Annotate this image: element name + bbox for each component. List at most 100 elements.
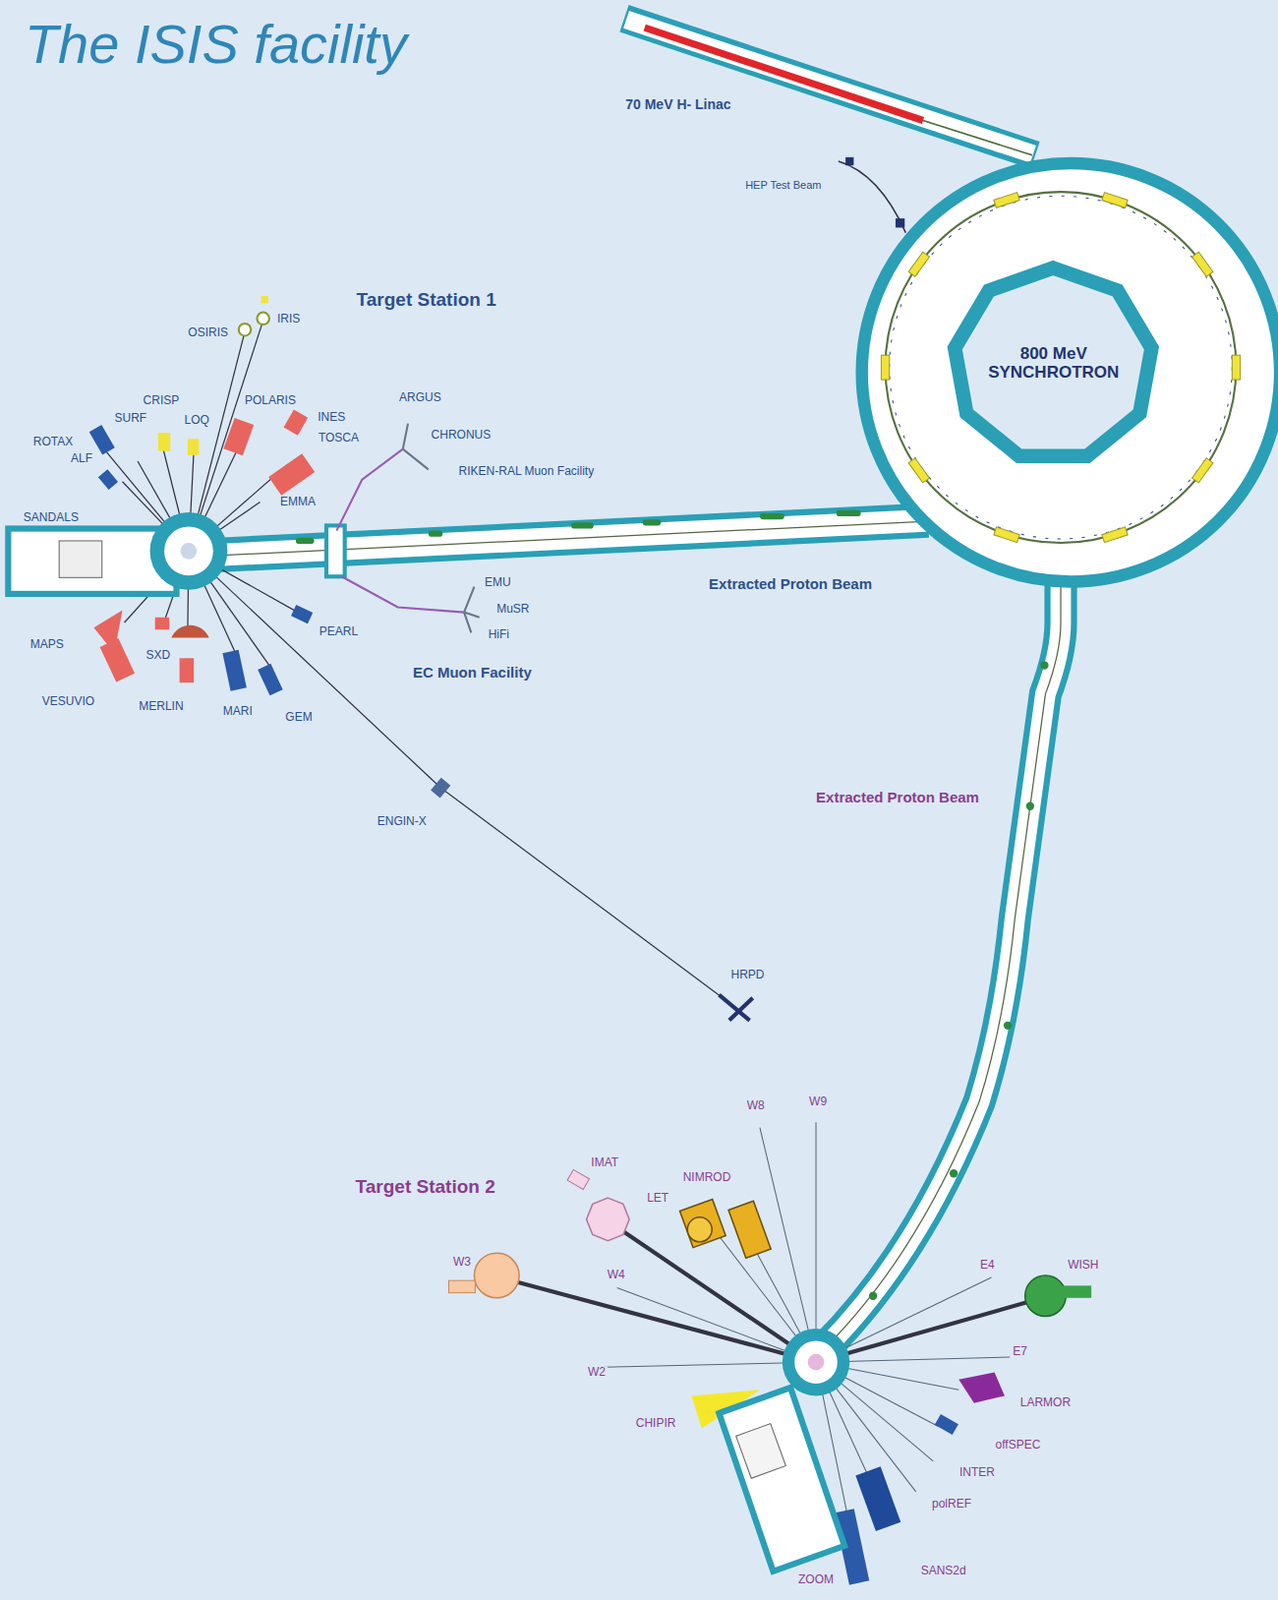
ts2-instrument	[728, 1200, 771, 1258]
tunnel-ts1	[571, 522, 594, 528]
ts1-instrument	[257, 663, 283, 696]
ts1-instrument	[171, 625, 209, 639]
ring-magnet	[908, 251, 930, 277]
instrument-label: IRIS	[275, 312, 302, 326]
instrument-label: GEM	[283, 711, 314, 725]
tunnel-ts1	[204, 521, 924, 556]
tunnel-ts2	[869, 1291, 877, 1300]
ts1-hall	[150, 512, 229, 590]
linac	[626, 19, 1034, 155]
instrument-label: ENGIN-X	[375, 815, 429, 829]
tunnel-ts1	[193, 520, 930, 556]
hep-test-beam	[845, 157, 854, 166]
instrument-label: W3	[451, 1256, 473, 1270]
ts1-instrument	[100, 638, 135, 683]
tunnel-ts1	[759, 513, 785, 520]
tunnel-ts2	[1003, 1021, 1012, 1030]
instrument-label: TOSCA	[316, 432, 361, 446]
ring-magnet	[880, 192, 1240, 543]
ring-magnet	[993, 526, 1020, 543]
synchrotron-hall	[862, 163, 1278, 581]
instrument-label: LOQ	[182, 414, 212, 428]
ts2-instrument	[680, 1199, 727, 1248]
ts1-instrument	[223, 417, 254, 456]
instrument-label: ALF	[68, 452, 95, 465]
synchrotron-hall	[889, 195, 1233, 539]
instrument-label: IMAT	[588, 1156, 621, 1169]
ts1-hall	[7, 528, 176, 594]
instrument-label: ZOOM	[796, 1573, 836, 1587]
instrument-label: ROTAX	[31, 436, 75, 450]
instrument-label: W8	[745, 1099, 767, 1112]
ts1-beamline	[440, 787, 737, 1008]
muon-beamline	[336, 449, 403, 531]
ts2-instrument	[449, 1279, 476, 1292]
ts1-instrument	[155, 617, 171, 630]
ts2-hall	[808, 1353, 825, 1371]
nonagon-outline	[955, 268, 1153, 457]
ring-magnet	[1231, 354, 1240, 380]
muon-beamline	[464, 586, 480, 634]
area-label: Target Station 2	[353, 1175, 498, 1197]
area-label: Extracted Proton Beam	[813, 789, 982, 807]
node-text: 800 MeV SYNCHROTRON	[981, 344, 1127, 383]
ring-magnet	[1192, 458, 1214, 483]
map-title: The ISIS facility	[24, 11, 407, 76]
tunnel-ts2	[823, 556, 1061, 1349]
ts1-hall	[58, 540, 103, 578]
instrument-label: SXD	[143, 649, 173, 663]
ts2-instrument	[567, 1168, 589, 1189]
ts1-beamline	[188, 550, 441, 788]
instrument-label: HiFi	[486, 629, 512, 642]
ts1-instrument	[256, 312, 269, 325]
hep-test-beam	[838, 157, 906, 233]
ts1-hall	[164, 525, 214, 576]
ring-magnet	[993, 192, 1020, 209]
tunnel-ts1	[428, 530, 444, 537]
ts1-instrument	[179, 657, 195, 683]
instrument-label: WISH	[1065, 1258, 1101, 1272]
ts1-hall	[180, 542, 198, 560]
instrument-label: INTER	[957, 1466, 997, 1480]
instrument-label: MAPS	[28, 638, 66, 651]
instrument-label: POLARIS	[242, 394, 298, 407]
ts2-instrument	[473, 1252, 520, 1298]
instrument-label: HEP Test Beam	[743, 178, 823, 191]
ts2-instrument	[1062, 1284, 1092, 1297]
linac	[624, 18, 1036, 156]
linac	[624, 18, 1036, 156]
tunnel-ts1	[193, 510, 930, 577]
instrument-label: CRISP	[141, 394, 182, 407]
area-label: Extracted Proton Beam	[706, 576, 874, 593]
instrument-label: EMMA	[278, 496, 318, 510]
ts1-instrument	[290, 604, 313, 624]
ts2-hall	[794, 1339, 838, 1384]
ts2-hall	[718, 1387, 845, 1571]
ts2-guide	[815, 1297, 1043, 1362]
ts1-instrument	[718, 994, 753, 1021]
ts2-hall	[718, 1328, 850, 1571]
instrument-label: polREF	[929, 1498, 974, 1511]
instrument-label: ARGUS	[397, 391, 444, 405]
instrument-label: offSPEC	[993, 1439, 1044, 1453]
instrument-label: VESUVIO	[40, 695, 97, 708]
ts1-instrument	[89, 295, 754, 1021]
instrument-label: CHRONUS	[429, 428, 494, 442]
muon-beamline	[342, 576, 465, 612]
instrument-label: NIMROD	[681, 1171, 734, 1185]
ring-magnet	[1102, 526, 1128, 543]
ring-magnet	[1192, 251, 1214, 277]
tunnel-ts2	[823, 571, 1061, 1349]
ts1-hall	[7, 512, 228, 594]
instrument-label: RIKEN-RAL Muon Facility	[457, 465, 597, 479]
synchrotron-shield: 800 MeV SYNCHROTRON	[935, 254, 1171, 471]
ts2-instrument	[586, 1197, 631, 1241]
node-label: 800 MeV SYNCHROTRON	[981, 344, 1127, 383]
tunnel-ts1	[326, 524, 346, 577]
instrument-label: EMU	[482, 577, 514, 590]
ts2-guide	[499, 1277, 816, 1362]
ts1-instrument	[158, 432, 171, 452]
hep-test-beam	[895, 218, 905, 228]
ring-magnet	[908, 458, 930, 483]
